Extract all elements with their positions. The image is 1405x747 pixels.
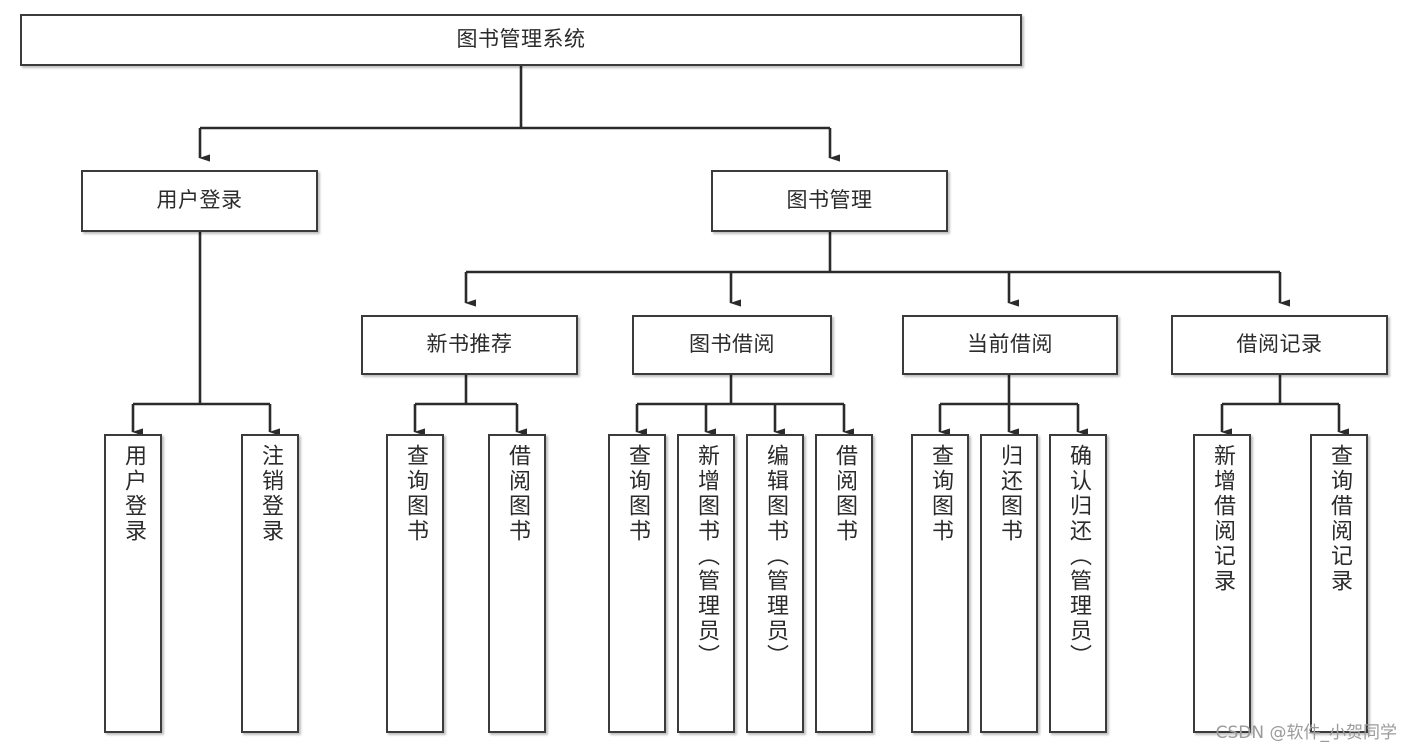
node-label: 查询图书 bbox=[625, 444, 650, 544]
node-label: 用户登录 bbox=[121, 444, 146, 544]
node-leaf-borrow-book[interactable]: 借阅图书 bbox=[815, 434, 873, 733]
node-book-management[interactable]: 图书管理 bbox=[711, 170, 948, 232]
node-label: 借阅图书 bbox=[832, 444, 857, 544]
node-label: 图书管理 bbox=[786, 188, 873, 213]
watermark-csdn: CSDN @软件_小贺同学 bbox=[1215, 723, 1397, 743]
node-label: 新增图书（管理员） bbox=[694, 444, 719, 669]
node-label: 当前借阅 bbox=[967, 332, 1053, 357]
node-label: 归还图书 bbox=[997, 444, 1022, 544]
node-leaf-add-borrow-record[interactable]: 新增借阅记录 bbox=[1193, 434, 1251, 733]
node-leaf-query-borrow-record[interactable]: 查询借阅记录 bbox=[1310, 434, 1368, 733]
node-label: 用户登录 bbox=[156, 188, 243, 213]
node-book-borrow[interactable]: 图书借阅 bbox=[632, 315, 832, 375]
node-current-borrow[interactable]: 当前借阅 bbox=[902, 315, 1118, 375]
node-label: 查询图书 bbox=[403, 444, 428, 544]
node-root-book-management-system[interactable]: 图书管理系统 bbox=[20, 14, 1022, 66]
node-label: 图书管理系统 bbox=[456, 27, 586, 52]
node-label: 确认归还（管理员） bbox=[1066, 444, 1091, 669]
node-leaf-query-book-borrow[interactable]: 查询图书 bbox=[608, 434, 666, 733]
node-label: 查询图书 bbox=[928, 444, 953, 544]
node-user-login[interactable]: 用户登录 bbox=[81, 170, 318, 232]
node-label: 编辑图书（管理员） bbox=[763, 444, 788, 669]
node-label: 图书借阅 bbox=[689, 332, 775, 357]
node-label: 注销登录 bbox=[258, 444, 283, 544]
node-leaf-return-book[interactable]: 归还图书 bbox=[980, 434, 1038, 733]
node-label: 新书推荐 bbox=[426, 332, 513, 357]
node-new-book-recommend[interactable]: 新书推荐 bbox=[361, 315, 578, 375]
node-leaf-query-book-current[interactable]: 查询图书 bbox=[911, 434, 969, 733]
node-leaf-borrow-book-recommend[interactable]: 借阅图书 bbox=[488, 434, 546, 733]
node-leaf-add-book-admin[interactable]: 新增图书（管理员） bbox=[677, 434, 735, 733]
node-label: 借阅记录 bbox=[1236, 332, 1323, 357]
node-leaf-logout-login[interactable]: 注销登录 bbox=[241, 434, 299, 733]
node-label: 新增借阅记录 bbox=[1210, 444, 1235, 594]
node-label: 查询借阅记录 bbox=[1327, 444, 1352, 594]
node-label: 借阅图书 bbox=[505, 444, 530, 544]
node-leaf-edit-book-admin[interactable]: 编辑图书（管理员） bbox=[746, 434, 804, 733]
node-leaf-query-book-recommend[interactable]: 查询图书 bbox=[386, 434, 444, 733]
node-leaf-confirm-return-admin[interactable]: 确认归还（管理员） bbox=[1049, 434, 1107, 733]
node-borrow-record[interactable]: 借阅记录 bbox=[1171, 315, 1388, 375]
node-leaf-user-login[interactable]: 用户登录 bbox=[104, 434, 162, 733]
